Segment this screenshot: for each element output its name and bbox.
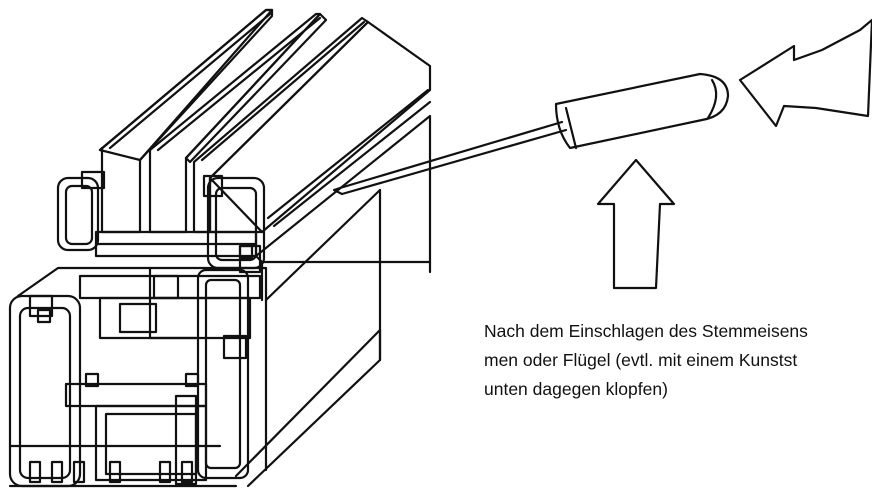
sash-profile (56, 114, 432, 302)
caption-line-1: Nach dem Einschlagen des Stemmeisens (484, 321, 808, 341)
caption-line-2: men oder Flügel (evtl. mit einem Kunstst (484, 350, 798, 370)
caption-line-3: unten dagegen klopfen) (484, 379, 668, 399)
push-arrow-up-icon (596, 158, 676, 290)
frame-profile (8, 188, 382, 488)
hardware-details (28, 244, 254, 484)
push-arrow-icon (738, 18, 872, 128)
chisel (332, 72, 730, 196)
instruction-caption: Nach dem Einschlagen des Stemmeisens men… (484, 317, 872, 404)
